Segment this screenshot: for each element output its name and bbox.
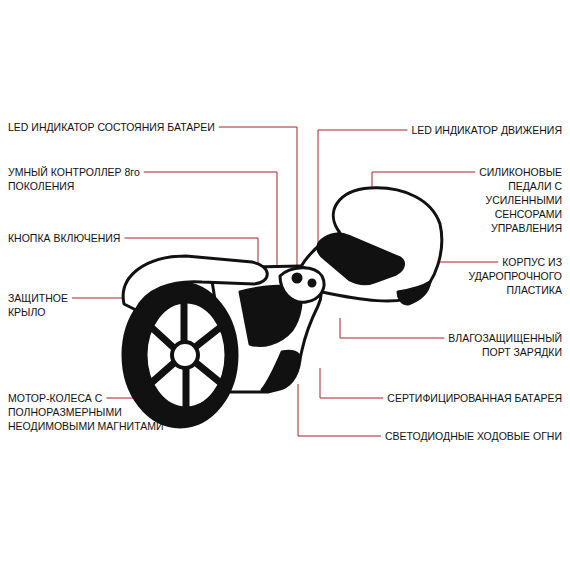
part-label: ЗАЩИТНОЕ КРЫЛО (8, 291, 88, 319)
lower-sole (262, 351, 300, 390)
part-label: ВЛАГОЗАЩИЩЕННЫЙ ПОРТ ЗАРЯДКИ (437, 331, 562, 359)
part-label: КОРПУС ИЗ УДАРОПРОЧНОГО ПЛАСТИКА (444, 255, 562, 297)
part-label: СВЕТОДИОДНЫЕ ХОДОВЫЕ ОГНИ (385, 429, 562, 443)
wheel-rim (146, 302, 226, 408)
pedal (318, 234, 404, 284)
part-label: МОТОР-КОЛЕСА С ПОЛНОРАЗМЕРНЫМИ НЕОДИМОВЫ… (8, 391, 168, 433)
wheel-hub (172, 342, 198, 368)
part-label: СИЛИКОНОВЫЕ ПЕДАЛИ С УСИЛЕННЫМИ СЕНСОРАМ… (437, 165, 562, 235)
protective-fender (123, 256, 267, 310)
power-button (309, 280, 315, 286)
leader-line (320, 368, 383, 398)
right-underside (398, 282, 430, 304)
part-label: LED ИНДИКАТОР ДВИЖЕНИЯ (411, 123, 562, 137)
leader-line (72, 298, 126, 299)
wheel-spokes (150, 304, 222, 406)
leader-line (340, 318, 444, 338)
part-label: LED ИНДИКАТОР СОСТОЯНИЯ БАТАРЕИ (8, 120, 215, 134)
leader-line (434, 262, 498, 263)
part-label: УМНЫЙ КОНТРОЛЛЕР 8го ПОКОЛЕНИЯ (8, 165, 143, 193)
indicator-led (293, 274, 301, 282)
part-label: КНОПКА ВКЛЮЧЕНИЯ (8, 231, 120, 245)
center-neck (280, 268, 324, 302)
part-label: СЕРТИФИЦИРОВАННАЯ БАТАРЕЯ (387, 391, 562, 405)
leader-line (144, 172, 277, 270)
leader-line (298, 384, 381, 436)
